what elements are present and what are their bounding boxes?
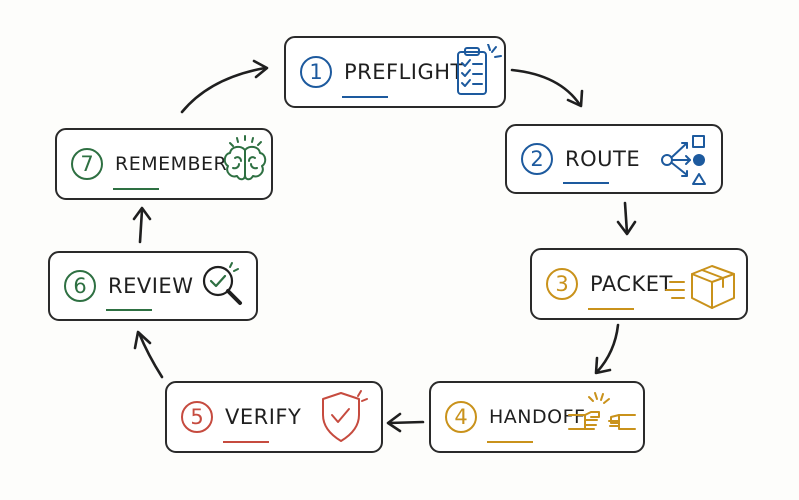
step-label: REVIEW: [108, 274, 194, 298]
shield-check-icon: [322, 390, 368, 442]
handshake-icon: [568, 392, 636, 430]
label-underline: [487, 441, 533, 443]
package-box-icon: [665, 265, 735, 309]
step-preflight: 1 PREFLIGHT: [284, 36, 506, 108]
step-number: 6: [64, 270, 96, 302]
label-underline: [563, 182, 609, 184]
step-label: VERIFY: [225, 405, 302, 429]
step-label: PREFLIGHT: [344, 60, 464, 84]
step-number: 3: [546, 268, 578, 300]
step-packet: 3 PACKET: [530, 248, 748, 320]
label-underline: [223, 441, 269, 443]
brain-icon: [223, 135, 267, 181]
step-label: HANDOFF: [489, 406, 586, 428]
step-label: ROUTE: [565, 147, 641, 171]
clipboard-checklist-icon: [457, 44, 502, 95]
step-label: REMEMBER: [115, 153, 228, 175]
step-number: 5: [181, 401, 213, 433]
label-underline: [588, 308, 634, 310]
step-handoff: 4 HANDOFF: [429, 381, 645, 453]
label-underline: [113, 188, 159, 190]
arrow-2-to-3: [616, 201, 637, 236]
step-route: 2 ROUTE: [505, 124, 723, 194]
arrow-1-to-2: [510, 68, 584, 108]
label-underline: [342, 96, 388, 98]
step-verify: 5 VERIFY: [165, 381, 383, 453]
magnifier-check-icon: [202, 262, 242, 305]
arrow-3-to-4: [594, 323, 620, 375]
step-number: 1: [300, 56, 332, 88]
step-label: PACKET: [590, 272, 673, 296]
arrow-4-to-5: [386, 412, 425, 433]
step-remember: 7 REMEMBER: [55, 128, 273, 200]
step-review: 6 REVIEW: [48, 251, 258, 321]
routing-shapes-icon: [661, 135, 706, 185]
step-number: 2: [521, 143, 553, 175]
step-number: 7: [71, 148, 103, 180]
arrow-7-to-1: [180, 59, 269, 114]
step-number: 4: [445, 401, 477, 433]
arrow-5-to-6: [133, 330, 164, 379]
arrow-6-to-7: [132, 206, 152, 244]
label-underline: [106, 309, 152, 311]
